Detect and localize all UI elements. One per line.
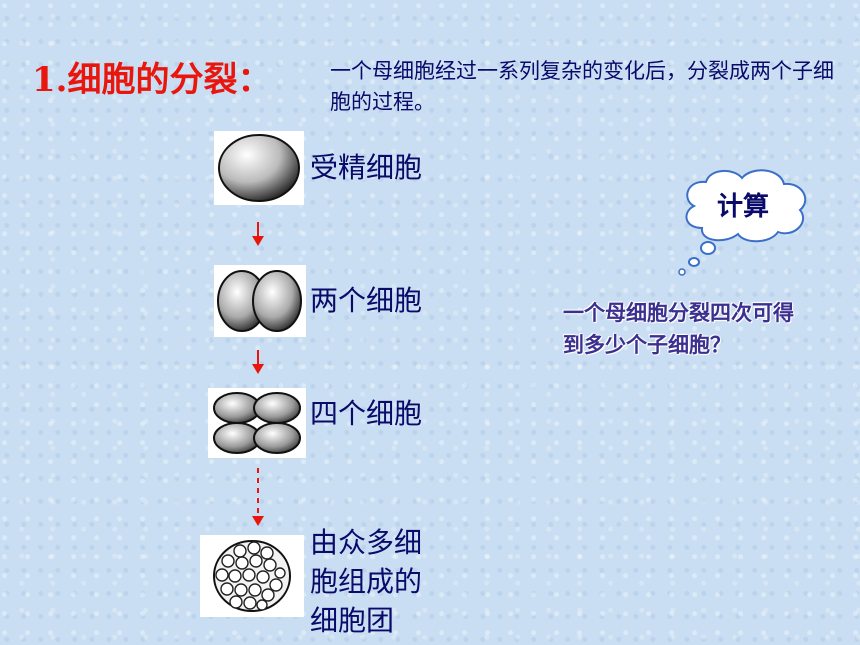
thought-bubble-text: 计算 bbox=[716, 192, 769, 222]
question-text: 一个母细胞分裂四次可得到多少个子细胞？ bbox=[563, 301, 794, 357]
two-cell-stage-icon bbox=[214, 265, 306, 337]
thought-bubble-icon bbox=[678, 169, 807, 276]
dotted-arrow-down-icon bbox=[252, 468, 264, 526]
stage-label-four-cells: 四个细胞 bbox=[310, 397, 423, 430]
arrow-down-icon bbox=[252, 222, 264, 246]
slide-title: 1.细胞的分裂： bbox=[32, 60, 272, 100]
fertilized-egg-cell-icon bbox=[214, 131, 304, 205]
stage-label-fertilized-cell: 受精细胞 bbox=[310, 151, 423, 184]
cell-cluster-icon bbox=[200, 535, 304, 617]
arrow-down-icon bbox=[252, 350, 264, 374]
stage-label-line: 由众多细 bbox=[310, 526, 423, 559]
stage-label-line: 细胞团 bbox=[310, 604, 395, 637]
definition-text: 一个母细胞经过一系列复杂的变化后，分裂成两个子细胞的过程。 bbox=[330, 59, 834, 114]
four-cell-stage-icon bbox=[208, 388, 306, 458]
stage-label-two-cells: 两个细胞 bbox=[310, 284, 423, 317]
stage-label-line: 胞组成的 bbox=[310, 565, 423, 598]
